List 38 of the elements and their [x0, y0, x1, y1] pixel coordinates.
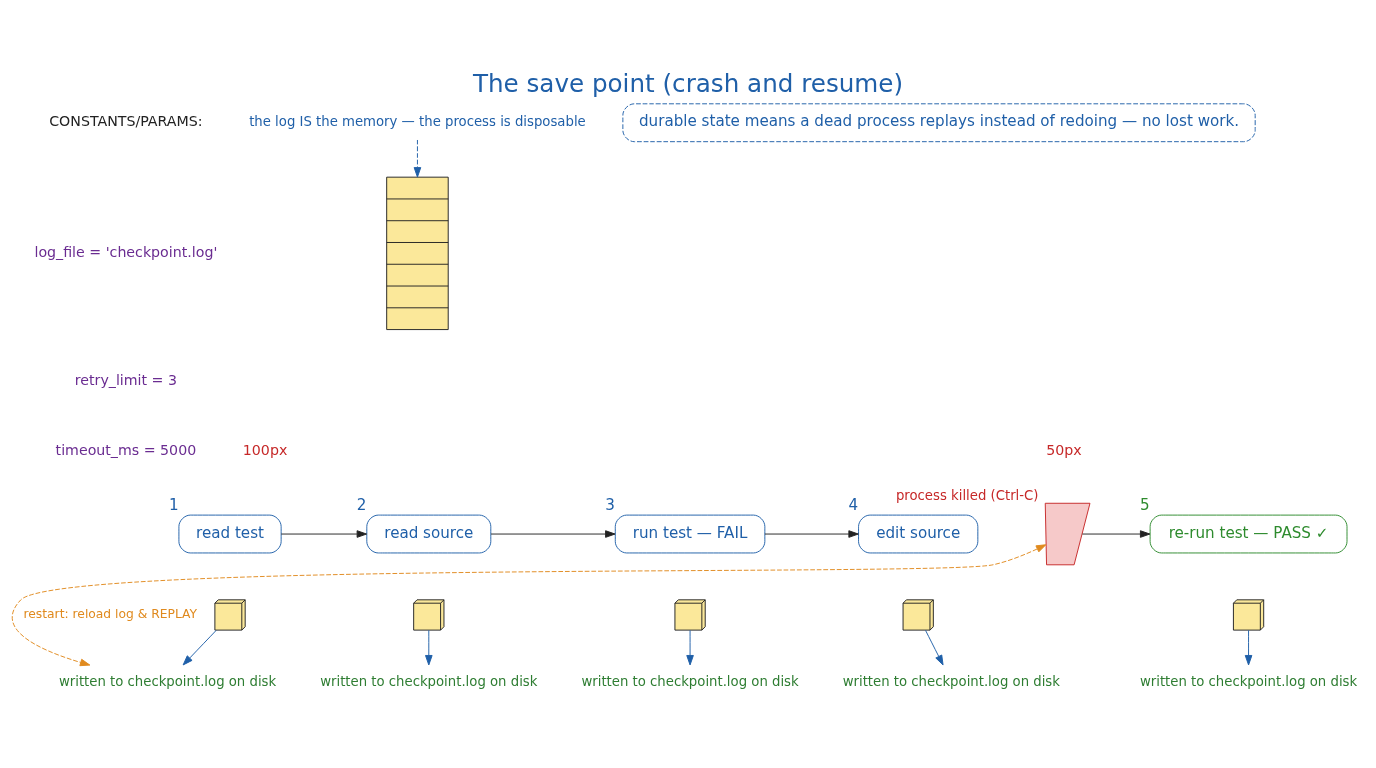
- diagram-title: The save point (crash and resume): [472, 69, 904, 99]
- node-label: process killed (Ctrl-C): [895, 487, 1039, 503]
- node-text: the log IS the memory — the process is disposable: [249, 114, 586, 130]
- arrow: [1081, 530, 1151, 538]
- node-label: 3: [605, 496, 615, 515]
- node-box: re-run test — PASS ✓: [1149, 514, 1348, 554]
- node-label: 4: [848, 496, 859, 515]
- arrow: [764, 530, 859, 538]
- node-box: run test — FAIL: [614, 514, 766, 554]
- node-label: 5: [1140, 496, 1150, 515]
- arrow: [280, 530, 368, 538]
- node-text: written to checkpoint.log on disk: [842, 673, 1060, 689]
- node-text: written to checkpoint.log on disk: [581, 673, 799, 689]
- node-box: read source: [366, 514, 492, 554]
- arrow: [925, 629, 944, 666]
- node-text: written to checkpoint.log on disk: [1139, 673, 1358, 689]
- label: 50px: [1046, 441, 1082, 458]
- label: timeout_ms = 5000: [55, 441, 197, 458]
- label: retry_limit = 3: [74, 372, 178, 389]
- arrow: [413, 139, 422, 178]
- arrow: [11, 544, 1047, 667]
- node-label: 1: [168, 496, 179, 515]
- node-text: written to checkpoint.log on disk: [320, 673, 538, 689]
- arrow: [182, 629, 217, 666]
- edge-label: restart: reload log & REPLAY: [23, 607, 198, 622]
- label: 100px: [242, 441, 288, 458]
- label: log_file = 'checkpoint.log': [34, 243, 218, 260]
- node-box: durable state means a dead process replays instead of redoing — no lost work.: [622, 103, 1256, 143]
- node-box: edit source: [858, 514, 979, 554]
- node-lightning: [1044, 502, 1091, 566]
- node-label: 2: [356, 496, 367, 515]
- label: CONSTANTS/PARAMS:: [49, 113, 203, 130]
- arrow: [490, 530, 616, 538]
- arrow: [1244, 629, 1253, 666]
- arrow: [686, 629, 694, 666]
- node-text: written to checkpoint.log on disk: [58, 673, 277, 689]
- node-box: read test: [178, 514, 282, 554]
- arrow: [425, 629, 433, 666]
